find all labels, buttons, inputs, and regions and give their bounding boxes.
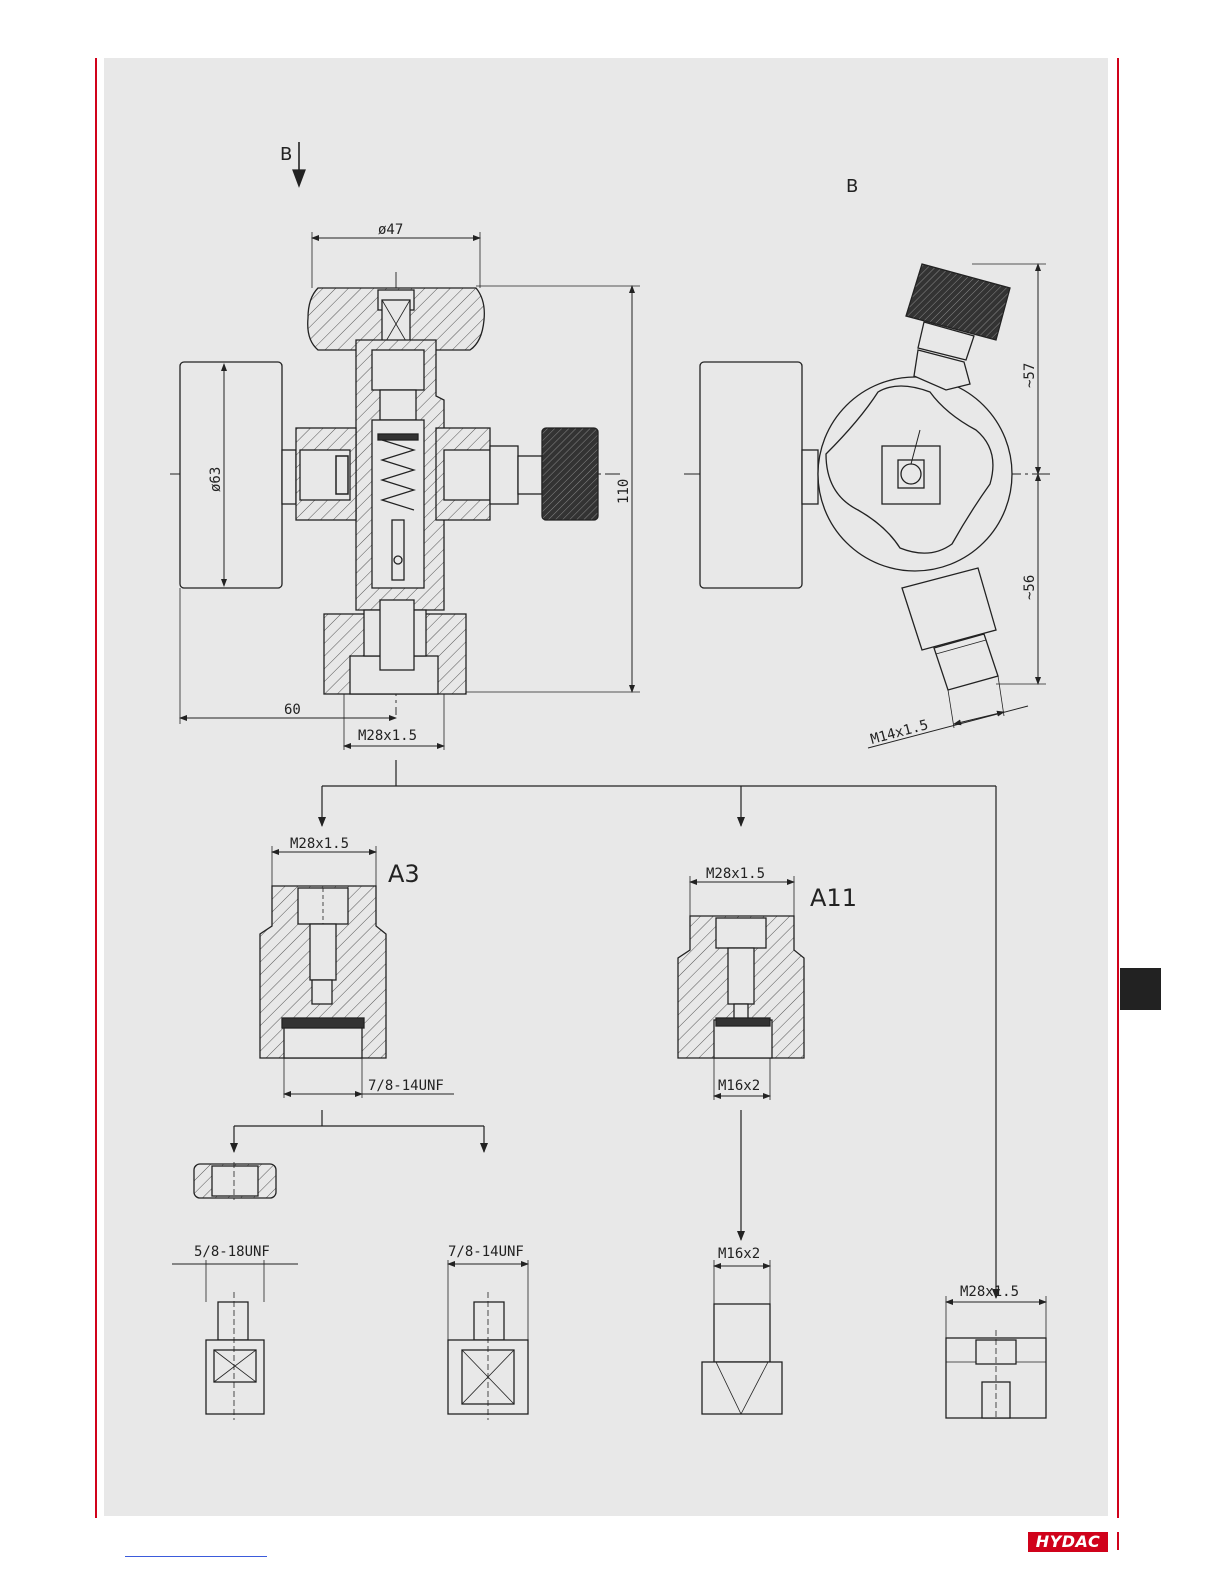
- dim-a11-top: M28x1.5: [706, 866, 765, 882]
- section-tab: [1120, 968, 1161, 1010]
- logo-bar: [1117, 1532, 1119, 1550]
- view-b-label: B: [846, 176, 858, 197]
- dim-adapter-2: 7/8-14UNF: [448, 1244, 524, 1260]
- dim-adapter-3: M16x2: [718, 1246, 760, 1262]
- dim-a3-top: M28x1.5: [290, 836, 349, 852]
- view-b-arrow: [293, 142, 305, 186]
- dim-adapter-4: M28x1.5: [960, 1284, 1019, 1300]
- adapter-7-8-14unf: [448, 1260, 528, 1420]
- dim-a3-bottom: 7/8-14UNF: [368, 1078, 444, 1094]
- dim-m14: M14x1.5: [869, 717, 930, 748]
- dim-adapter-1: 5/8-18UNF: [194, 1244, 270, 1260]
- adapter-a3: [260, 846, 454, 1098]
- dim-a11-bottom: M16x2: [718, 1078, 760, 1094]
- view-marker-label: B: [280, 144, 292, 165]
- label-a11: A11: [810, 884, 857, 912]
- adapter-m28x15: [946, 1296, 1046, 1420]
- dim-approx56: ~56: [1022, 575, 1038, 600]
- gauge-dial: [180, 362, 282, 588]
- knurled-knob: [542, 428, 598, 520]
- adapter-a11: [678, 876, 804, 1100]
- dim-dia63: ø63: [208, 467, 224, 492]
- view-b: [684, 264, 1050, 748]
- label-a3: A3: [388, 860, 420, 888]
- adapter-5-8-18unf: [172, 1260, 298, 1420]
- dim-60: 60: [284, 702, 301, 718]
- dim-110: 110: [616, 479, 632, 504]
- footer-link-line: [125, 1556, 267, 1557]
- main-section-view: [170, 232, 640, 750]
- small-nut: [194, 1162, 276, 1200]
- hydac-logo: HYDAC: [1028, 1532, 1108, 1552]
- dim-m28-main: M28x1.5: [358, 728, 417, 744]
- adapter-m16x2: [702, 1260, 782, 1414]
- dim-dia47: ø47: [378, 222, 403, 238]
- dim-approx57: ~57: [1022, 363, 1038, 388]
